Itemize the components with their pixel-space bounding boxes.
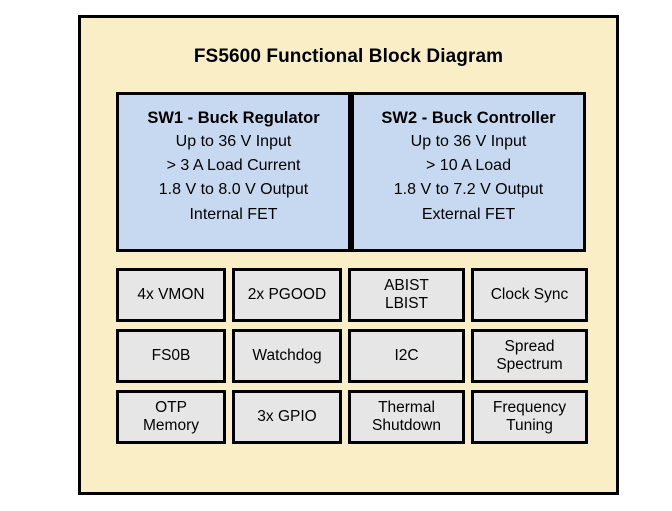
feature-box-watchdog: Watchdog <box>232 329 342 383</box>
feature-box-thermal-shutdown: Thermal Shutdown <box>348 390 465 444</box>
feature-box-spread-spectrum-line-2: Spectrum <box>496 356 563 373</box>
feature-box-i2c: I2C <box>348 329 465 383</box>
switcher-block-sw1-title: SW1 - Buck Regulator <box>147 109 320 127</box>
feature-box-thermal-shutdown-line-1: Thermal <box>378 398 435 416</box>
feature-box-gpio-line-1: 3x GPIO <box>257 407 317 425</box>
feature-box-fs0b: FS0B <box>116 329 226 383</box>
switcher-block-row: SW1 - Buck Regulator Up to 36 V Input > … <box>116 92 586 252</box>
feature-box-clock-sync: Clock Sync <box>471 268 588 322</box>
functional-block-diagram-panel: FS5600 Functional Block Diagram SW1 - Bu… <box>78 15 619 495</box>
feature-box-otp-memory-line-2: Memory <box>143 417 199 434</box>
feature-box-otp-memory: OTP Memory <box>116 390 226 444</box>
switcher-block-sw2-line-2: > 10 A Load <box>426 157 511 175</box>
feature-box-fs0b-line-1: FS0B <box>151 346 191 364</box>
switcher-block-sw2-line-3: 1.8 V to 7.2 V Output <box>393 181 544 199</box>
switcher-block-sw1: SW1 - Buck Regulator Up to 36 V Input > … <box>116 92 351 252</box>
feature-box-abist-lbist-line-2: LBIST <box>384 295 429 312</box>
feature-box-frequency-tuning: Frequency Tuning <box>471 390 588 444</box>
feature-box-frequency-tuning-line-1: Frequency <box>492 398 567 416</box>
feature-box-vmon-line-1: 4x VMON <box>137 285 205 303</box>
switcher-block-sw1-line-3: 1.8 V to 8.0 V Output <box>158 181 309 199</box>
switcher-block-sw1-line-2: > 3 A Load Current <box>166 157 301 175</box>
switcher-block-sw2-line-4: External FET <box>421 205 516 223</box>
feature-box-thermal-shutdown-line-2: Shutdown <box>372 417 441 434</box>
feature-box-abist-lbist: ABIST LBIST <box>348 268 465 322</box>
feature-box-watchdog-line-1: Watchdog <box>252 346 322 364</box>
feature-box-gpio: 3x GPIO <box>232 390 342 444</box>
feature-box-spread-spectrum-line-1: Spread <box>504 337 555 355</box>
switcher-block-sw2: SW2 - Buck Controller Up to 36 V Input >… <box>351 92 586 252</box>
switcher-block-sw1-line-4: Internal FET <box>189 205 278 223</box>
page-title: FS5600 Functional Block Diagram <box>193 46 504 67</box>
feature-box-frequency-tuning-line-2: Tuning <box>506 417 553 434</box>
feature-block-grid: 4x VMON 2x PGOOD ABIST LBIST Clock Sync … <box>116 268 588 444</box>
feature-box-spread-spectrum: Spread Spectrum <box>471 329 588 383</box>
feature-box-pgood-line-1: 2x PGOOD <box>247 285 327 303</box>
feature-box-i2c-line-1: I2C <box>394 346 419 364</box>
feature-box-otp-memory-line-1: OTP <box>155 398 187 416</box>
feature-box-clock-sync-line-1: Clock Sync <box>490 285 569 303</box>
feature-box-abist-lbist-line-1: ABIST <box>384 276 429 294</box>
switcher-block-sw2-title: SW2 - Buck Controller <box>381 109 556 127</box>
switcher-block-sw1-line-1: Up to 36 V Input <box>175 132 292 150</box>
feature-box-vmon: 4x VMON <box>116 268 226 322</box>
switcher-block-sw2-line-1: Up to 36 V Input <box>410 132 527 150</box>
feature-box-pgood: 2x PGOOD <box>232 268 342 322</box>
